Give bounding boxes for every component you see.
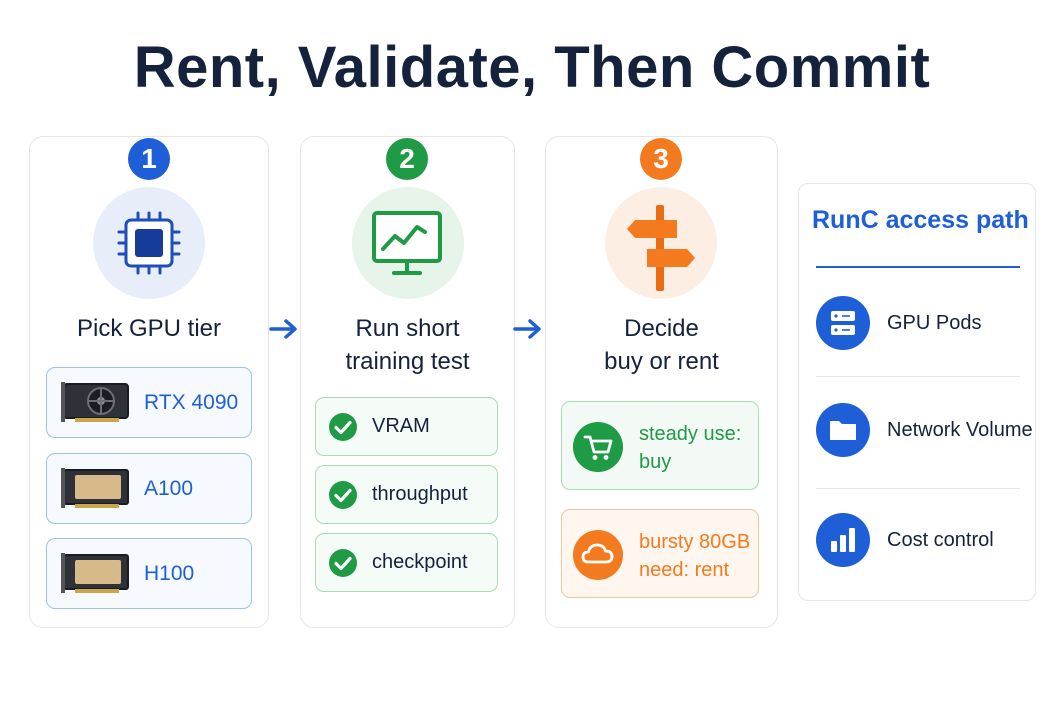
outcome-label-line1: bursty 80GB [639, 531, 751, 553]
step-label-2-line1: Run short [355, 315, 460, 342]
check-item-checkpoint: checkpoint [315, 533, 498, 592]
step-label-2: Run short training test [300, 312, 515, 378]
access-item-network-volume[interactable]: Network Volume [816, 403, 1033, 457]
arrow-right-icon [513, 319, 541, 339]
access-item-label: GPU Pods [887, 312, 982, 334]
check-circle-icon [329, 549, 357, 577]
outcome-buy: steady use: buy [561, 401, 759, 490]
row-divider [816, 376, 1020, 377]
outcome-label-line1: steady use: [639, 423, 742, 445]
step-label-3-line1: Decide [624, 315, 699, 342]
server-icon [816, 296, 870, 350]
outcome-label-line2: need: rent [639, 559, 730, 581]
check-circle-icon [329, 481, 357, 509]
gpu-option-a100[interactable]: A100 [46, 453, 252, 524]
step-icon-circle-1 [93, 187, 205, 299]
step-label-1: Pick GPU tier [76, 315, 222, 342]
step-icon-circle-2 [352, 187, 464, 299]
signpost-icon [627, 205, 695, 291]
cpu-chip-icon [117, 211, 181, 275]
cloud-icon [573, 530, 623, 580]
outcome-label-line2: buy [639, 451, 672, 473]
step-number-2: 2 [386, 138, 428, 180]
step-label-2-line2: training test [345, 348, 470, 375]
row-divider [816, 488, 1020, 489]
access-item-label: Cost control [887, 529, 994, 551]
check-item-label: VRAM [372, 415, 430, 437]
check-item-throughput: throughput [315, 465, 498, 524]
step-number-1: 1 [128, 138, 170, 180]
gpu-card-icon [61, 468, 129, 508]
bar-chart-icon [816, 513, 870, 567]
gpu-option-label: RTX 4090 [144, 391, 239, 414]
step-label-3-line2: buy or rent [604, 348, 719, 375]
outcome-rent: bursty 80GB need: rent [561, 509, 759, 598]
gpu-option-label: A100 [144, 477, 194, 500]
outcome-label: steady use: buy [639, 420, 757, 476]
step-label-3: Decide buy or rent [545, 312, 778, 378]
monitor-chart-icon [372, 211, 442, 275]
gpu-card-fan-icon [61, 382, 129, 422]
access-item-cost-control[interactable]: Cost control [816, 513, 1026, 567]
check-circle-icon [329, 413, 357, 441]
step-number-3: 3 [640, 138, 682, 180]
outcome-label: bursty 80GB need: rent [639, 528, 757, 584]
check-item-label: throughput [372, 483, 468, 505]
folder-icon [816, 403, 870, 457]
gpu-option-label: H100 [144, 562, 195, 585]
access-item-label: Network Volume [887, 419, 1033, 441]
gpu-card-icon [61, 553, 129, 593]
arrow-right-icon [269, 319, 297, 339]
shopping-cart-icon [573, 422, 623, 472]
access-item-gpu-pods[interactable]: GPU Pods [816, 296, 1026, 350]
check-item-label: checkpoint [372, 551, 468, 573]
page-title: Rent, Validate, Then Commit [133, 35, 931, 100]
check-item-vram: VRAM [315, 397, 498, 456]
access-path-title: RunC access path [812, 206, 1029, 234]
gpu-option-rtx-4090[interactable]: RTX 4090 [46, 367, 252, 438]
access-path-divider [816, 266, 1020, 268]
gpu-option-h100[interactable]: H100 [46, 538, 252, 609]
step-icon-circle-3 [605, 187, 717, 299]
